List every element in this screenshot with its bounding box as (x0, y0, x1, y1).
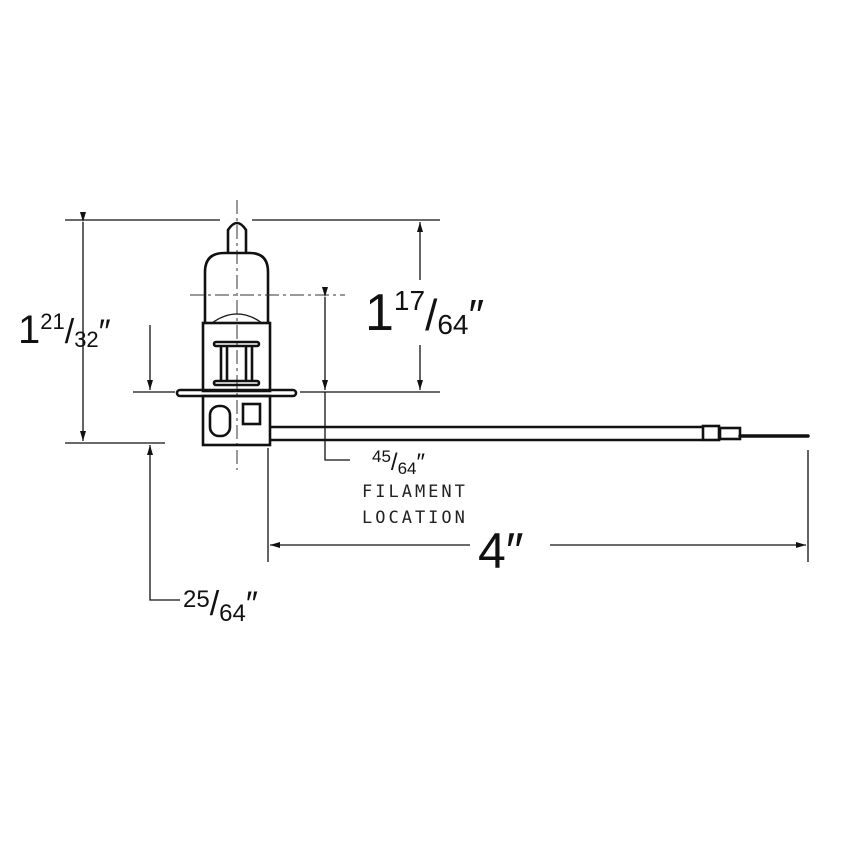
lead-wire (270, 425, 702, 442)
flange-to-bottom-label: 25/64″ (183, 585, 258, 627)
bulb-tip (226, 221, 248, 253)
filament-label: 45/64″ (372, 447, 426, 478)
bulb-glass (203, 251, 270, 323)
top-to-flange-label: 117/64″ (365, 284, 484, 342)
filament-caption: FILAMENT (362, 482, 468, 502)
bulb-socket (201, 394, 272, 447)
lead-length-label: 4″ (478, 523, 524, 579)
overall-height-label: 121/32″ (18, 308, 111, 352)
h3-bulb (175, 221, 810, 447)
location-caption: LOCATION (362, 508, 468, 528)
